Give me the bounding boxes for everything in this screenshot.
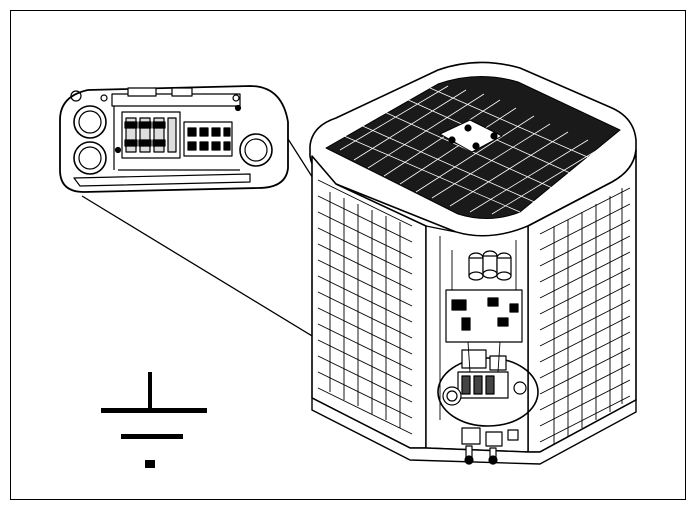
unit-base bbox=[311, 397, 637, 465]
figure-frame bbox=[10, 10, 686, 500]
junction-box-inset bbox=[59, 85, 289, 193]
field-terminal-strip bbox=[183, 121, 233, 157]
condenser-unit bbox=[309, 61, 637, 465]
left-louvers bbox=[317, 179, 413, 435]
junction-box-location bbox=[437, 349, 539, 427]
capacitors bbox=[468, 250, 512, 281]
knockout-ports-left bbox=[73, 105, 107, 175]
internal-wiring bbox=[439, 236, 517, 420]
fan-motor-plate bbox=[439, 119, 503, 153]
grille-wires bbox=[339, 85, 609, 215]
service-valves bbox=[461, 427, 519, 465]
contactor-terminal-block bbox=[121, 111, 181, 159]
control-board bbox=[445, 289, 523, 343]
ground-symbol bbox=[101, 372, 207, 468]
right-louvers bbox=[539, 187, 631, 444]
knockout-port-right bbox=[239, 133, 273, 167]
